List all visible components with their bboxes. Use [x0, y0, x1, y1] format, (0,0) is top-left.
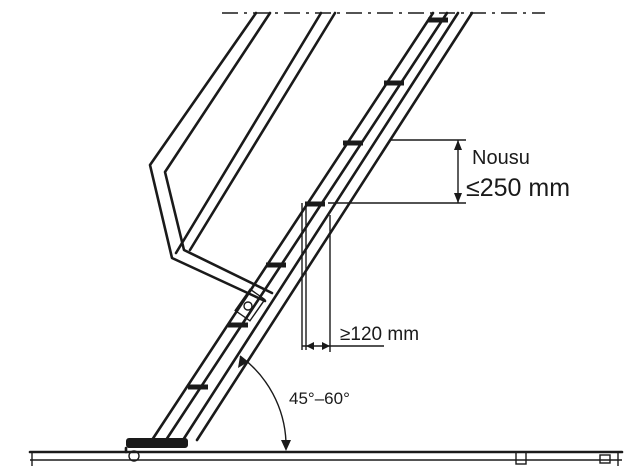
toe-clearance-label: ≥120 mm — [340, 324, 419, 345]
ladder-foot — [124, 438, 188, 462]
floor — [28, 450, 624, 466]
ladder-stringers — [150, 11, 474, 442]
rise-dimension — [328, 139, 466, 204]
rise-value-label: ≤250 mm — [466, 174, 570, 202]
rise-label: Nousu — [472, 147, 530, 169]
toe-clearance-dimension — [301, 203, 384, 352]
hinge-bracket — [234, 288, 266, 322]
ladder-rungs — [188, 17, 448, 390]
handrails — [148, 11, 337, 303]
angle-indicator — [238, 355, 291, 451]
angle-label: 45°–60° — [289, 389, 350, 408]
